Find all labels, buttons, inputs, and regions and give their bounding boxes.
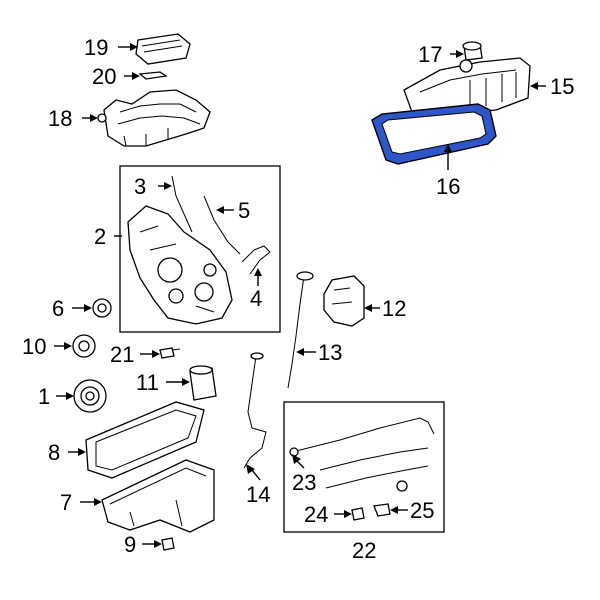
part-9-drain-plug[interactable] [161,537,175,551]
part-14-dipstick-tube[interactable] [243,352,267,469]
callout-17: 17 [418,42,442,67]
callout-13: 13 [318,340,342,365]
part-1-pulley[interactable] [73,379,107,413]
part-16-valve-cover-gasket[interactable] [371,103,497,165]
part-11-oil-filter[interactable] [189,365,217,401]
part-23-fuel-rail[interactable] [289,417,435,489]
part-5-gasket[interactable] [203,195,241,255]
part-15-valve-cover[interactable] [403,57,531,115]
part-3-seal[interactable] [171,175,193,233]
callout-18: 18 [48,106,72,131]
callout-12: 12 [382,296,406,321]
fuel-rail-group-box [283,401,445,533]
part-4-gasket[interactable] [241,245,271,275]
callout-23: 23 [292,470,316,495]
part-13-dipstick[interactable] [287,271,314,389]
part-8-oil-pan-gasket[interactable] [85,401,205,479]
callout-3: 3 [134,174,146,199]
callout-5: 5 [238,198,250,223]
part-7-oil-pan[interactable] [101,459,215,533]
callout-9: 9 [124,532,136,557]
callout-11: 11 [136,370,159,395]
part-2-timing-cover[interactable] [127,205,233,325]
part-24-clip[interactable] [351,507,365,521]
callout-1: 1 [38,384,50,409]
part-21-bolt[interactable] [159,347,181,359]
callout-16: 16 [436,174,460,199]
callout-7: 7 [60,490,72,515]
callout-10: 10 [22,334,46,359]
callout-4: 4 [250,286,262,311]
callout-6: 6 [52,296,64,321]
callout-8: 8 [48,440,60,465]
callout-25: 25 [410,498,434,523]
part-25-bracket[interactable] [373,503,391,517]
part-17-filler-cap[interactable] [462,41,483,61]
callout-2: 2 [94,224,106,249]
leader-lines [54,43,546,548]
callout-15: 15 [550,74,574,99]
callout-24: 24 [304,502,328,527]
callout-14: 14 [246,482,270,507]
part-20-gasket[interactable] [138,71,168,80]
part-22-fuel-rail-assembly[interactable] [396,480,408,492]
callout-labels: 19 20 18 17 15 16 3 5 2 4 12 6 10 21 13 … [22,35,574,563]
callout-19: 19 [84,35,108,60]
part-18-intake-manifold[interactable] [97,89,211,147]
part-19-engine-cover[interactable] [135,33,191,65]
part-12-cover-plate[interactable] [323,275,365,327]
callout-21: 21 [110,342,134,367]
timing-cover-group-box [119,165,281,333]
callout-20: 20 [92,64,116,89]
part-6-seal[interactable] [92,298,112,318]
callout-22: 22 [352,538,376,563]
part-10-seal[interactable] [72,334,96,358]
